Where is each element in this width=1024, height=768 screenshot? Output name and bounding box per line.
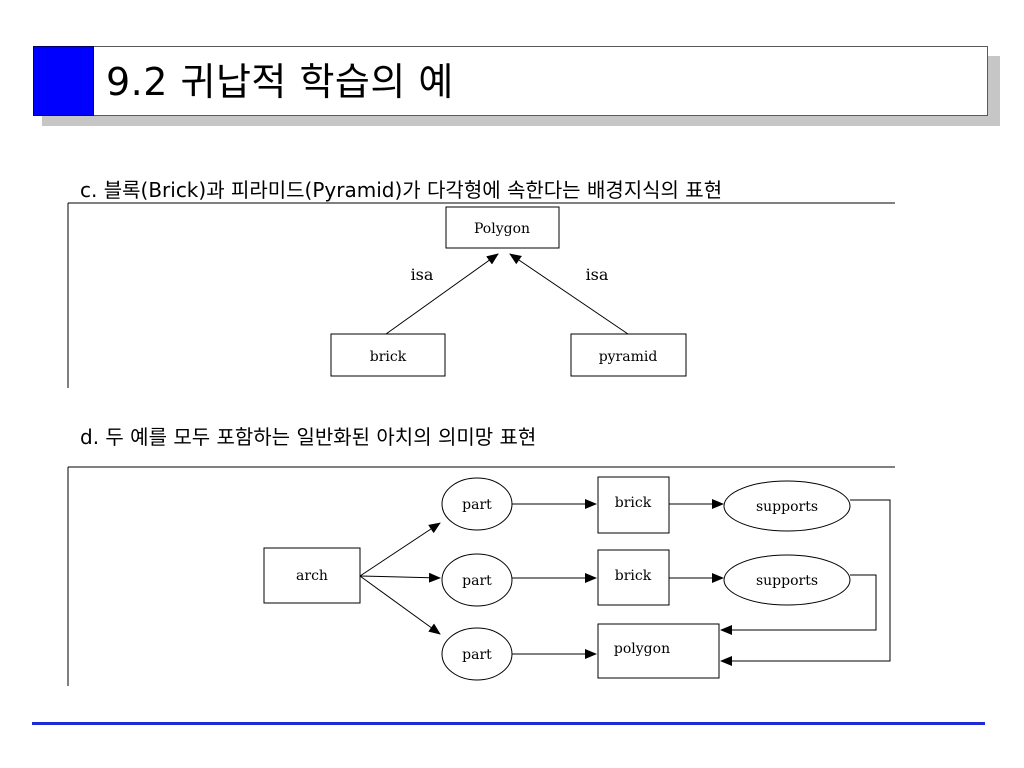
supports-node-1-label: supports: [756, 499, 818, 515]
part-node-1-label: part: [462, 497, 492, 513]
brick-node: [330, 333, 446, 377]
brick-node-2-label: brick: [615, 568, 652, 584]
supports-node-1: [723, 480, 851, 532]
arch-node-label: arch: [296, 568, 328, 584]
brick-node-label: brick: [370, 349, 407, 365]
part-node-3-label: part: [462, 647, 492, 663]
isa-diagram: Polygon brick pyramid isa isa: [67, 202, 895, 388]
edge-supports1-polygon: [720, 499, 891, 666]
caption-d: d. 두 예를 모두 포함하는 일반화된 아치의 의미망 표현: [80, 425, 537, 449]
bottom-rule: [32, 722, 985, 725]
caption-c: c. 블록(Brick)과 피라미드(Pyramid)가 다각형에 속한다는 배…: [80, 178, 723, 202]
isa-edge-left: [385, 253, 499, 335]
pyramid-node: [570, 333, 687, 377]
brick-node-1: [597, 476, 670, 534]
supports-node-2-label: supports: [756, 573, 818, 589]
polygon-node: [445, 206, 560, 249]
isa-label-left: isa: [411, 265, 434, 284]
title-box: [33, 46, 988, 116]
isa-label-right: isa: [586, 265, 609, 284]
part-node-2-label: part: [462, 573, 492, 589]
edge-arch-part3: [359, 575, 441, 635]
edge-arch-part2: [359, 572, 441, 583]
title-accent-block: [33, 46, 94, 116]
supports-node-2: [723, 554, 851, 606]
edge-supports2-polygon: [720, 574, 877, 635]
arch-node: [263, 547, 361, 604]
slide-title: 9.2 귀납적 학습의 예: [106, 60, 454, 104]
brick-node-1-label: brick: [615, 495, 652, 511]
polygon-node-label: Polygon: [474, 221, 530, 237]
part-node-2: [441, 553, 513, 607]
edge-arch-part1: [359, 522, 441, 577]
brick-node-2: [597, 549, 670, 606]
polygon-node-d-label: polygon: [614, 641, 670, 657]
pyramid-node-label: pyramid: [599, 349, 658, 365]
polygon-node-d: [597, 623, 720, 679]
isa-edge-right: [509, 253, 629, 335]
